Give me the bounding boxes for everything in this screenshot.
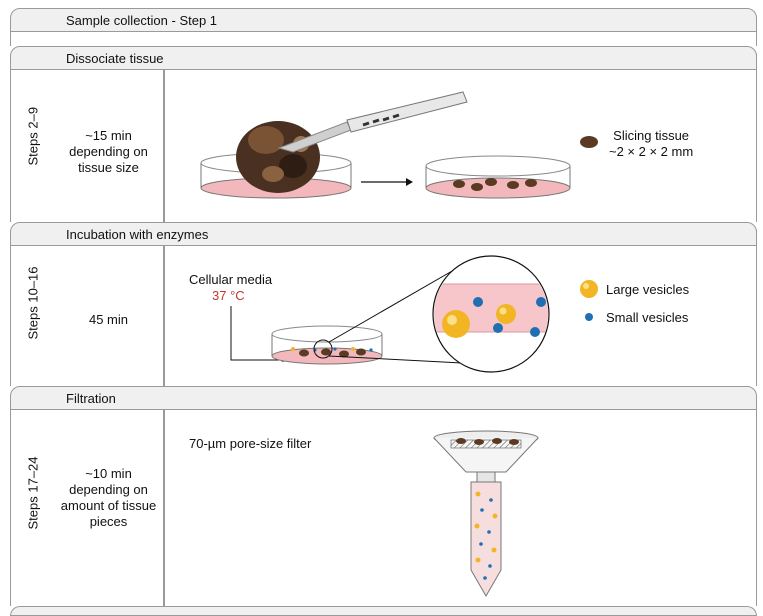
section-panel-filtration: Steps 17–24 ~10 min depending on amount … [10, 410, 757, 606]
arrow-right-icon [361, 178, 413, 186]
incubation-illustration [230, 255, 598, 373]
section-title-filtration: Filtration [66, 391, 116, 406]
collection-tube-icon [470, 471, 502, 598]
filter-label: 70-µm pore-size filter [189, 436, 312, 451]
time-dissociate: ~15 min depending on tissue size [69, 128, 148, 175]
section-title-incubation: Incubation with enzymes [66, 227, 209, 242]
time-filtration: ~10 min depending on amount of tissue pi… [60, 466, 157, 529]
tissue-piece-icon [580, 136, 598, 148]
tissue-chunk-icon [236, 121, 320, 193]
next-section-tab [10, 606, 757, 616]
slicing-annotation: Slicing tissue ~2 × 2 × 2 mm [609, 128, 694, 159]
time-incubation: 45 min [88, 312, 129, 327]
incubation-dish-icon [271, 325, 383, 365]
large-vesicle-icon [580, 280, 598, 298]
filtration-illustration [433, 430, 539, 598]
temperature-label: 37 °C [212, 288, 245, 303]
small-vesicle-icon [585, 313, 593, 321]
section-tab-filtration: Filtration [10, 386, 757, 410]
header-tab: Sample collection - Step 1 [10, 8, 757, 32]
dissociate-illustration [200, 91, 598, 199]
petri-dish-sliced-icon [425, 155, 571, 199]
header-title: Sample collection - Step 1 [66, 13, 218, 28]
section-tab-dissociate: Dissociate tissue [10, 46, 757, 70]
legend-large-vesicles: Large vesicles [606, 282, 690, 297]
header-gap [10, 32, 757, 46]
divider [163, 246, 165, 386]
section-panel-incubation: Steps 10–16 45 min Cellular media 37 °C … [10, 246, 757, 386]
section-panel-dissociate: Steps 2–9 ~15 min depending on tissue si… [10, 70, 757, 222]
section-title-dissociate: Dissociate tissue [66, 51, 164, 66]
scalpel-icon [277, 91, 468, 153]
cell-strainer-icon [433, 430, 539, 473]
divider [163, 410, 165, 606]
magnified-view [432, 255, 550, 373]
section-tab-incubation: Incubation with enzymes [10, 222, 757, 246]
legend-small-vesicles: Small vesicles [606, 310, 689, 325]
divider [163, 70, 165, 222]
media-label: Cellular media [189, 272, 273, 287]
